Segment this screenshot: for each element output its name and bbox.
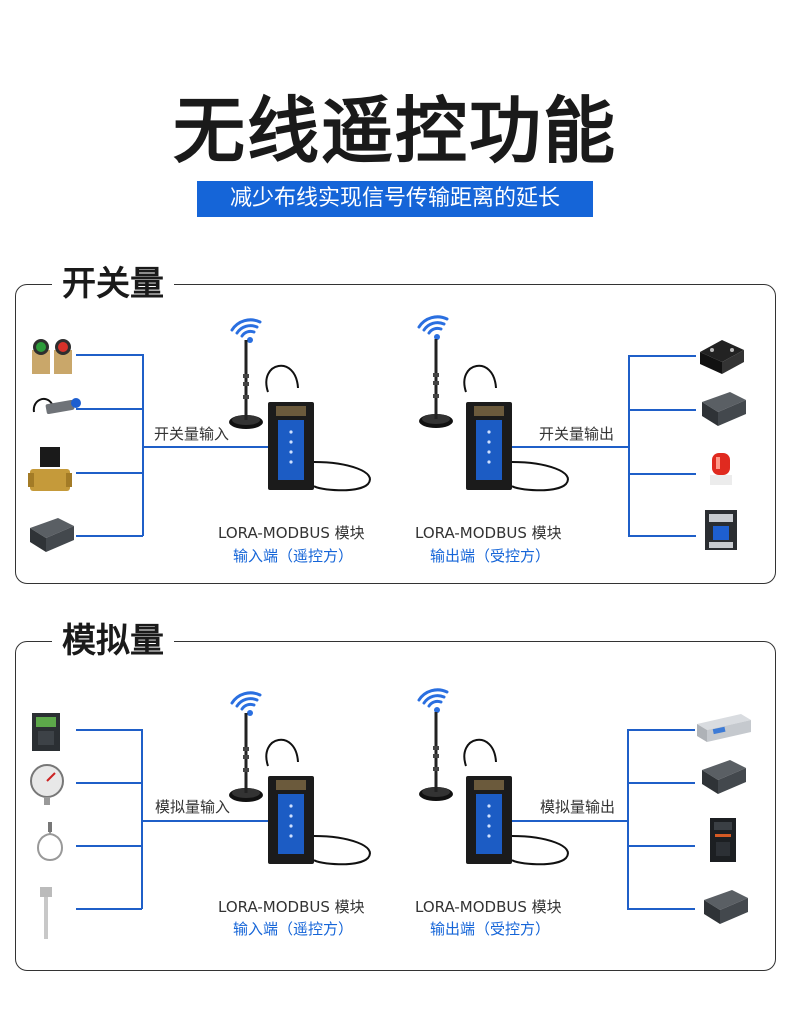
wire <box>627 729 629 909</box>
solid-state-relay-icon <box>700 340 744 374</box>
frequency-inverter-icon <box>710 818 736 862</box>
wire <box>628 473 696 475</box>
analog-section-title: 模拟量 <box>52 619 174 663</box>
switch-section-title: 开关量 <box>52 262 174 306</box>
warning-light-icon <box>710 453 732 485</box>
analog-right-module-name: LORA-MODBUS 模块 <box>415 898 562 916</box>
analog-output-label: 模拟量输出 <box>538 796 618 817</box>
plc-module-icon <box>30 518 74 552</box>
power-meter-icon <box>697 714 751 742</box>
switch-right-module-name: LORA-MODBUS 模块 <box>415 524 562 542</box>
wire <box>628 355 630 536</box>
wire <box>76 408 143 410</box>
contactor-icon <box>705 510 737 550</box>
analog-left-module-name: LORA-MODBUS 模块 <box>218 898 365 916</box>
wire <box>627 908 695 910</box>
lora-modbus-router-icon <box>463 364 569 492</box>
switch-left-module-name: LORA-MODBUS 模块 <box>218 524 365 542</box>
analog-right-module-role: 输出端（受控方） <box>430 920 551 938</box>
wire <box>76 729 142 731</box>
wire <box>628 355 696 357</box>
wire <box>141 820 272 822</box>
analog-input-label: 模拟量输入 <box>153 796 233 817</box>
wire <box>76 908 142 910</box>
thermocouple-icon <box>40 887 52 939</box>
pressure-gauge-icon <box>30 764 64 805</box>
wire <box>628 535 696 537</box>
lora-modbus-router-icon <box>265 364 371 492</box>
wifi-signal-icon <box>417 315 449 342</box>
switch-section-frame <box>15 284 776 584</box>
switch-left-module-role: 输入端（遥控方） <box>233 547 354 565</box>
plc-module-icon <box>704 890 748 924</box>
wire <box>510 446 628 448</box>
switch-output-label: 开关量输出 <box>537 423 617 444</box>
wire <box>141 729 143 909</box>
wifi-signal-icon <box>417 688 449 715</box>
plc-module-icon <box>702 760 746 794</box>
analog-left-module-role: 输入端（遥控方） <box>233 920 354 938</box>
wifi-signal-icon <box>230 318 262 345</box>
lora-modbus-router-icon <box>463 738 569 866</box>
switch-input-label: 开关量输入 <box>152 423 232 444</box>
plc-module-icon <box>702 392 746 426</box>
page-subtitle: 减少布线实现信号传输距离的延长 <box>197 181 593 217</box>
proximity-sensor-icon <box>32 397 81 415</box>
antenna-icon <box>229 340 263 429</box>
wire <box>510 820 627 822</box>
wire <box>76 354 143 356</box>
wire <box>76 535 143 537</box>
solenoid-valve-icon <box>28 447 72 491</box>
wire <box>142 354 144 536</box>
temperature-probe-icon <box>37 822 63 862</box>
wire <box>627 729 695 731</box>
wire <box>627 845 695 847</box>
wire <box>76 782 142 784</box>
antenna-icon <box>419 712 453 801</box>
wire <box>142 446 272 448</box>
wire <box>76 845 142 847</box>
wire <box>627 782 695 784</box>
antenna-icon <box>419 339 453 428</box>
page-title: 无线遥控功能 <box>172 89 617 173</box>
wire <box>628 409 696 411</box>
analog-section-frame <box>15 641 776 971</box>
frequency-inverter-icon <box>32 713 60 751</box>
wifi-signal-icon <box>230 691 262 718</box>
antenna-icon <box>229 713 263 802</box>
switch-right-module-role: 输出端（受控方） <box>430 547 551 565</box>
lora-modbus-router-icon <box>265 738 371 866</box>
push-button-icon <box>32 339 72 374</box>
wire <box>76 472 143 474</box>
